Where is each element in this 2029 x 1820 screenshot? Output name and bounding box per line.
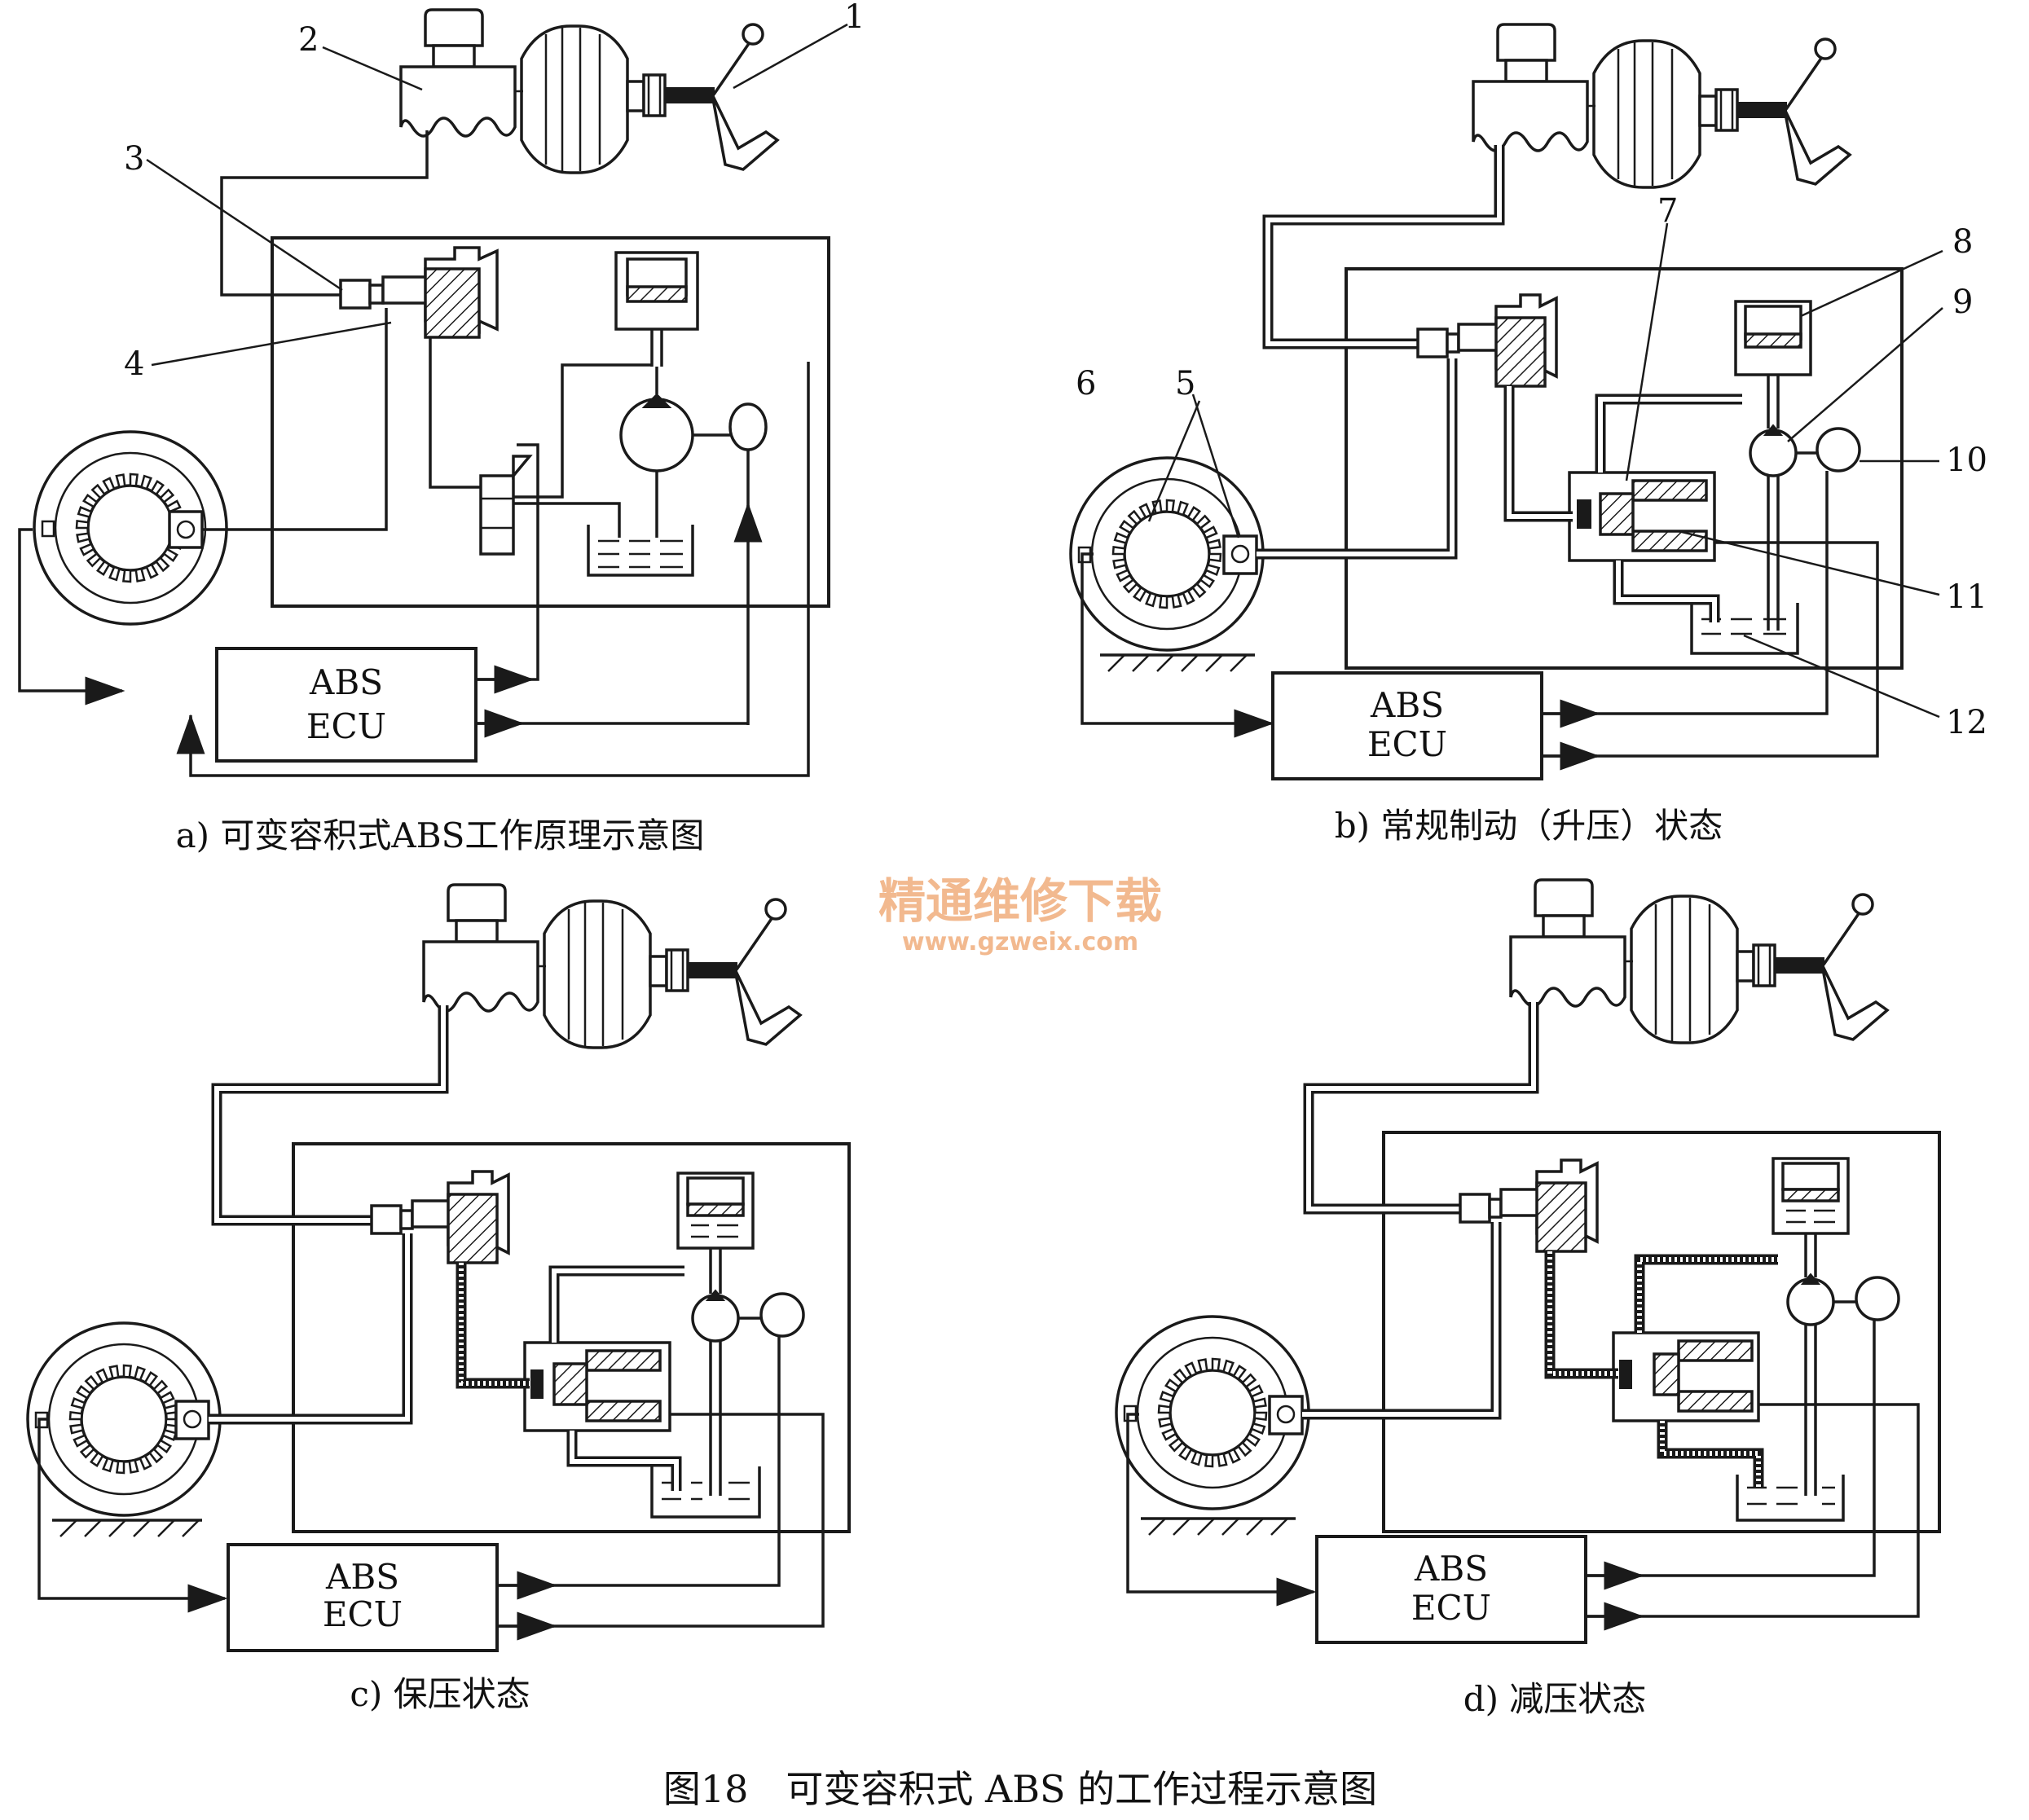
callout-11: 11 <box>1946 578 1987 616</box>
ecu-label-b-2: ECU <box>1367 724 1447 764</box>
caption-d: d) 减压状态 <box>1463 1679 1647 1719</box>
panel-d: ABS ECU d) 减压状态 <box>1115 878 1941 1719</box>
watermark-title: 精通维修下载 <box>878 873 1162 929</box>
ecu-label-c-2: ECU <box>323 1594 403 1634</box>
callout-1: 1 <box>844 0 865 36</box>
ecu-label-a-2: ECU <box>306 706 386 746</box>
watermark-url: www.gzweix.com <box>902 928 1138 956</box>
caption-c: c) 保压状态 <box>350 1674 530 1714</box>
caption-a: a) 可变容积式ABS工作原理示意图 <box>176 815 705 855</box>
ecu-label-d-2: ECU <box>1411 1588 1491 1628</box>
ecu-label-d-1: ABS <box>1414 1549 1488 1589</box>
callout-9: 9 <box>1952 284 1973 321</box>
ecu-label-b-1: ABS <box>1370 685 1444 725</box>
ecu-label-c-1: ABS <box>325 1557 399 1597</box>
callout-7: 7 <box>1657 192 1678 230</box>
abs-ecu-box-b <box>1271 671 1543 780</box>
callout-6: 6 <box>1076 365 1096 402</box>
ecu-label-a-1: ABS <box>309 662 383 702</box>
callout-10: 10 <box>1946 442 1987 479</box>
callout-4: 4 <box>124 345 144 383</box>
callout-2: 2 <box>298 21 319 59</box>
panel-b: ABS ECU 6 5 7 8 9 10 11 12 b) 常规制动（升压）状态 <box>1069 23 1987 846</box>
panel-a: ABS ECU 1 2 3 4 a) 可变容积式ABS工作原理示意图 <box>18 0 865 855</box>
callout-8: 8 <box>1952 223 1973 261</box>
callout-3: 3 <box>124 140 144 178</box>
abs-ecu-box-a <box>215 647 478 763</box>
hydraulic-module-box-c <box>292 1142 851 1533</box>
abs-ecu-box-d <box>1315 1535 1587 1644</box>
panel-c: ABS ECU c) 保压状态 <box>26 883 851 1714</box>
callout-5: 5 <box>1175 365 1195 402</box>
caption-b: b) 常规制动（升压）状态 <box>1335 806 1723 846</box>
abs-ecu-box-c <box>227 1543 499 1652</box>
figure-title: 图18 可变容积式 ABS 的工作过程示意图 <box>663 1767 1377 1811</box>
callout-12: 12 <box>1946 704 1987 741</box>
